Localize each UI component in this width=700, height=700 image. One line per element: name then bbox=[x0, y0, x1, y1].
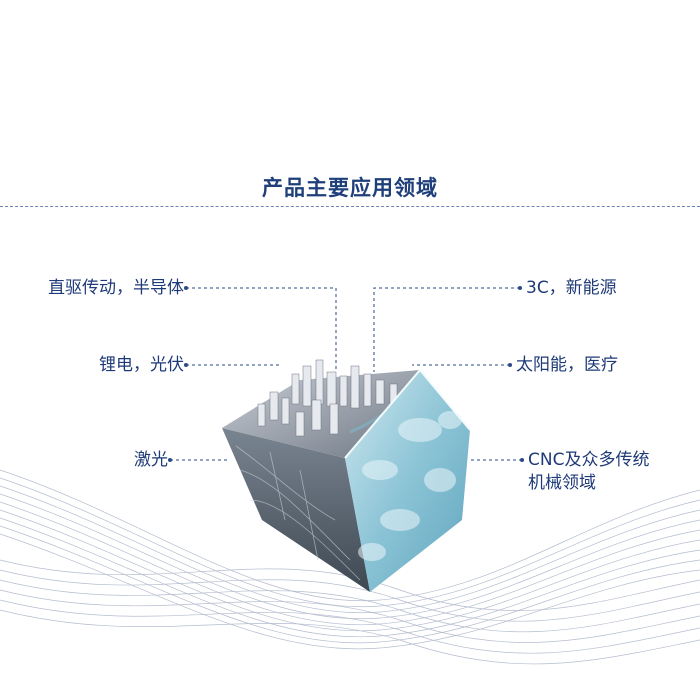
page-title: 产品主要应用领域 bbox=[262, 176, 438, 200]
label-laser: 激光 bbox=[134, 450, 168, 470]
label-machinery-field: 机械领域 bbox=[528, 473, 596, 493]
label-direct-drive-semiconductor: 直驱传动，半导体 bbox=[48, 278, 184, 298]
leader-endpoints bbox=[168, 286, 524, 462]
leader-lines bbox=[170, 287, 522, 461]
wave-lines bbox=[0, 469, 700, 665]
label-cnc-traditional: CNC及众多传统 bbox=[528, 450, 650, 470]
label-lithium-photovoltaic: 锂电，光伏 bbox=[99, 355, 184, 375]
cube-illustration bbox=[222, 359, 471, 592]
label-3c-new-energy: 3C，新能源 bbox=[526, 278, 617, 298]
title-divider bbox=[0, 206, 700, 207]
label-solar-medical: 太阳能，医疗 bbox=[516, 355, 618, 375]
